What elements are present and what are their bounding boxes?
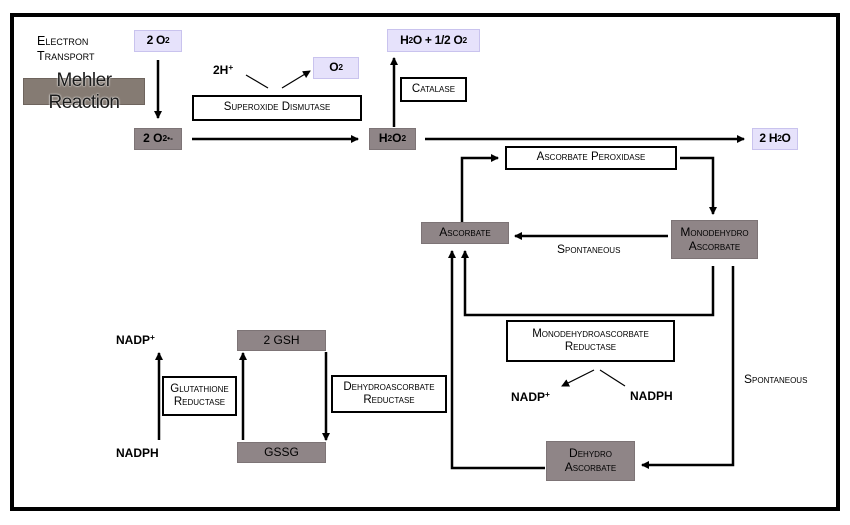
arrow-mdha-to-dha-spontaneous (641, 266, 735, 469)
dehydro-line2: Ascorbate (564, 460, 617, 474)
dehydroascorbate-box: Dehydro Ascorbate (546, 441, 635, 481)
electron-transport-line2: Transport (37, 49, 95, 63)
mdhar-nadph-stroke (599, 369, 626, 387)
catalase-product-pre: H (400, 32, 409, 47)
gr-nadp-sup: + (150, 332, 155, 342)
arrow-apx-to-mdha (680, 156, 717, 215)
gsh-box: 2 GSH (237, 330, 326, 351)
arrow-dha-to-ascorbate (448, 250, 545, 470)
superoxide-sub: 2 (162, 133, 168, 144)
superoxide-dismutase-box: Superoxide Dismutase (192, 95, 362, 121)
monodehydroascorbate-box: Monodehydro Ascorbate (671, 220, 758, 259)
dhar-line1: Dehydroascorbate (343, 380, 435, 393)
mdhar-nadp-stroke (561, 369, 595, 387)
mdhar-nadp-sup: + (545, 389, 550, 399)
mdhar-nadph-label: NADPH (630, 389, 673, 403)
mdhar-nadp-label: NADP+ (511, 389, 550, 404)
gr-line1: Glutathione (170, 382, 229, 395)
catalase-product-sub2: 2 (462, 34, 468, 45)
spontaneous-label-1: Spontaneous (557, 242, 621, 256)
h2o2-mid: O (392, 131, 402, 146)
mehler-reaction-title: Mehler Reaction (23, 70, 145, 113)
gr-nadph-label: NADPH (116, 446, 159, 460)
dhar-line2: Reductase (363, 394, 415, 406)
dehydro-line1: Dehydro (569, 446, 612, 461)
water-product-pre: 2 H (759, 131, 778, 146)
ascorbate-box: Ascorbate (421, 222, 509, 244)
two-h-plus-text: 2H (213, 63, 229, 77)
spontaneous-label-2: Spontaneous (744, 372, 808, 386)
glutathione-reductase-box: Glutathione Reductase (162, 376, 237, 416)
electron-transport-label: Electron Transport (37, 34, 94, 64)
o2-top-sub: 2 (165, 35, 170, 46)
superoxide-sup: •- (167, 133, 173, 144)
o2-product-text: O (329, 60, 339, 75)
superoxide-text: 2 O (143, 131, 163, 146)
dehydroascorbate-reductase-box: Dehydroascorbate Reductase (331, 375, 447, 413)
mdhar-line1: Monodehydroascorbate (532, 327, 649, 340)
water-product-sub1: 2 (777, 133, 782, 144)
diagram-frame (10, 13, 840, 511)
gr-line2: Reductase (173, 396, 226, 408)
water-product-mid: O (781, 131, 791, 146)
arrow-ascorbate-to-apx (460, 154, 499, 222)
mdhar-line2: Reductase (564, 341, 617, 353)
catalase-product-mid: O + 1/2 O (412, 32, 463, 47)
h2o2-pre: H (378, 131, 388, 146)
mdhar-nadp-text: NADP (511, 390, 546, 404)
h2o2-sub1: 2 (387, 133, 393, 144)
catalase-product-sub1: 2 (408, 34, 413, 45)
catalase-box: Catalase (400, 77, 467, 102)
ascorbate-peroxidase-box: Ascorbate Peroxidase (505, 146, 677, 170)
gssg-box: GSSG (237, 442, 326, 463)
monodehydro-line1: Monodehydro (680, 224, 749, 239)
two-h-plus-sup: + (228, 62, 234, 72)
h2o2-sub2: 2 (401, 133, 407, 144)
sod-input-stroke (245, 74, 269, 89)
gr-nadp-label: NADP+ (116, 332, 155, 347)
electron-transport-line1: Electron (37, 34, 89, 48)
gr-nadp-text: NADP (116, 333, 151, 347)
two-h-plus-label: 2H+ (213, 62, 233, 77)
monodehydro-line2: Ascorbate (688, 238, 741, 253)
sod-output-stroke (281, 70, 311, 89)
monodehydroascorbate-reductase-box: Monodehydroascorbate Reductase (506, 320, 675, 362)
arrow-mdha-to-ascorbate-mdhar (461, 250, 715, 317)
o2-product-sub: 2 (338, 62, 343, 73)
o2-top-text: 2 O (146, 33, 166, 48)
